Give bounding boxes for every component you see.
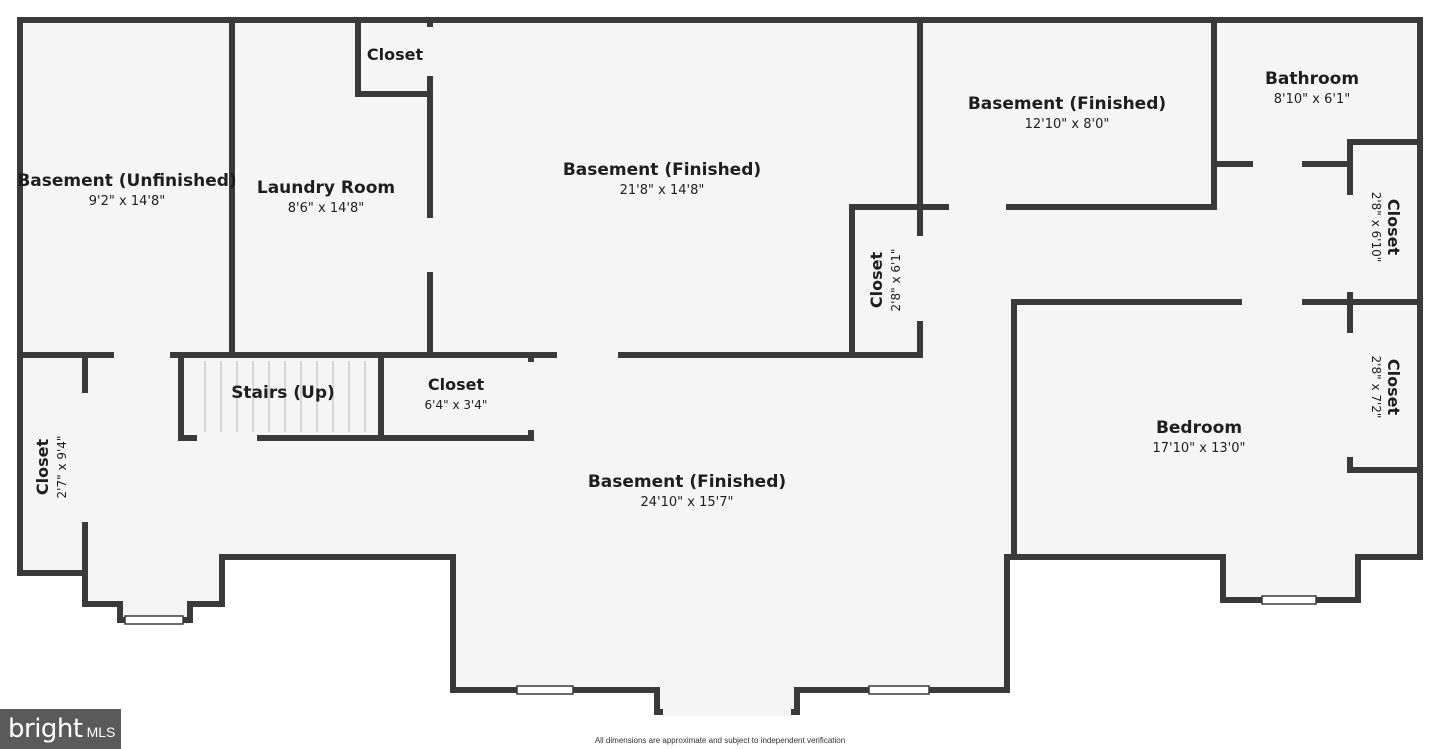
room-name-closet-left: Closet bbox=[33, 439, 52, 496]
room-dims-closet-right-top: 2'8" x 6'10" bbox=[1369, 192, 1383, 263]
room-dims-basement-finished-main: 24'10" x 15'7" bbox=[641, 495, 734, 510]
room-name-basement-finished-main: Basement (Finished) bbox=[588, 472, 786, 492]
outer-wall bbox=[17, 17, 1423, 715]
room-dims-closet-right-bottom: 2'8" x 7'2" bbox=[1369, 356, 1383, 419]
room-name-closet-right-top: Closet bbox=[1384, 199, 1403, 256]
room-dims-basement-finished-top-right: 12'10" x 8'0" bbox=[1025, 117, 1110, 132]
room-dims-basement-finished-large-top: 21'8" x 14'8" bbox=[620, 183, 705, 198]
room-dims-basement-unfinished: 9'2" x 14'8" bbox=[89, 194, 165, 209]
room-name-bathroom: Bathroom bbox=[1265, 69, 1359, 89]
room-dims-bedroom: 17'10" x 13'0" bbox=[1153, 441, 1246, 456]
brightmls-logo: bright MLS bbox=[0, 709, 121, 749]
room-dims-closet-small: 6'4" x 3'4" bbox=[425, 398, 488, 412]
room-name-laundry-room: Laundry Room bbox=[257, 178, 395, 198]
room-name-basement-unfinished: Basement (Unfinished) bbox=[17, 171, 236, 191]
interior-walls bbox=[17, 17, 1423, 576]
stair-treads bbox=[204, 361, 366, 432]
dimensions-disclaimer: All dimensions are approximate and subje… bbox=[594, 736, 846, 745]
windows bbox=[124, 595, 1317, 695]
logo-wordmark: bright bbox=[8, 714, 83, 744]
room-name-closet-small: Closet bbox=[428, 375, 485, 394]
room-name-closet-vertical-mid: Closet bbox=[867, 252, 886, 309]
door-openings bbox=[81, 27, 1354, 716]
room-name-stairs: Stairs (Up) bbox=[231, 383, 335, 403]
room-dims-bathroom: 8'10" x 6'1" bbox=[1274, 92, 1350, 107]
room-name-basement-finished-large-top: Basement (Finished) bbox=[563, 160, 761, 180]
room-dims-closet-vertical-mid: 2'8" x 6'1" bbox=[889, 249, 903, 312]
room-name-closet-top: Closet bbox=[367, 45, 424, 64]
room-name-bedroom: Bedroom bbox=[1156, 418, 1242, 438]
room-name-basement-finished-top-right: Basement (Finished) bbox=[968, 94, 1166, 114]
room-name-closet-right-bottom: Closet bbox=[1384, 359, 1403, 416]
room-dims-closet-left: 2'7" x 9'4" bbox=[55, 436, 69, 499]
room-dims-laundry-room: 8'6" x 14'8" bbox=[288, 201, 364, 216]
logo-mls-suffix: MLS bbox=[86, 724, 116, 740]
floor-fill bbox=[20, 20, 1420, 712]
